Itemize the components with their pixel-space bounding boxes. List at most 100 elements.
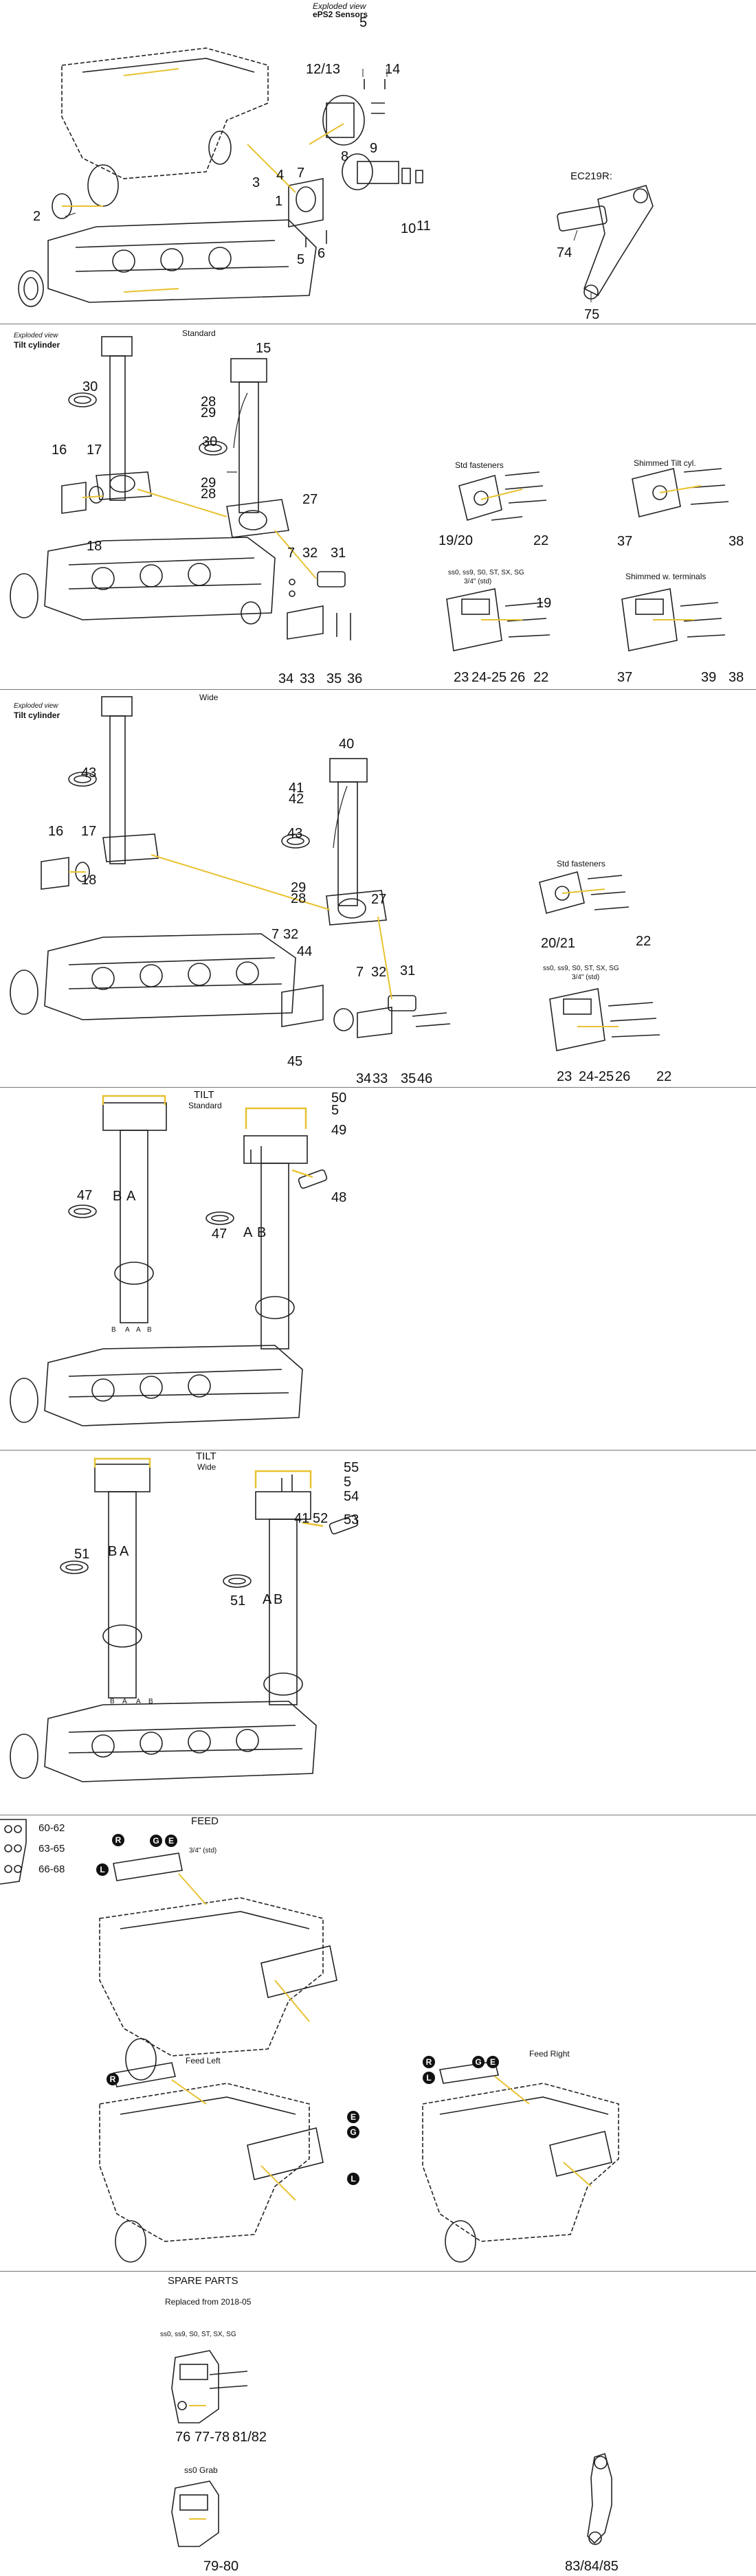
part-number: 7	[287, 546, 296, 561]
standard-label: Standard	[182, 328, 216, 338]
part-number: 75	[584, 307, 600, 322]
part-number: 12/13	[306, 62, 341, 77]
tilt-cylinder-label: Tilt cylinder	[14, 710, 60, 720]
part-number: 6	[318, 246, 326, 261]
part-number: 28	[201, 394, 216, 410]
port-letter: A	[126, 1189, 136, 1204]
port-letter: B	[111, 1326, 116, 1334]
part-number: 5	[359, 15, 368, 30]
part-number: 29	[201, 405, 216, 421]
part-number: 34	[278, 671, 294, 686]
section-divider	[0, 689, 756, 690]
part-number: 22	[656, 1069, 672, 1084]
exploded-view-label: Exploded view	[313, 1, 366, 11]
tilt-standard-drawing	[10, 1095, 328, 1426]
part-number: 47	[77, 1188, 93, 1203]
part-number: 51	[74, 1547, 90, 1562]
part-number: 31	[400, 963, 416, 978]
part-number: 45	[287, 1054, 303, 1069]
part-number: 11	[416, 219, 431, 234]
part-number: 33	[373, 1071, 388, 1086]
part-number: 22	[533, 533, 549, 548]
part-number: 28	[291, 891, 307, 906]
badge-g: G	[150, 1835, 162, 1847]
standard-label: Standard	[188, 1101, 222, 1110]
part-number: 53	[344, 1512, 359, 1527]
port-letter: A	[263, 1592, 272, 1607]
tilt-label: TILT	[194, 1089, 214, 1101]
port-letter: A	[122, 1698, 127, 1705]
badge-e: E	[347, 2111, 359, 2123]
variants-label: ss0, ss9, S0, ST, SX, SG	[160, 2331, 236, 2338]
part-number: 10	[401, 221, 416, 236]
exploded-view-label: Exploded view	[14, 702, 58, 710]
std-fasteners-label: Std fasteners	[455, 460, 504, 470]
port-letter: B	[113, 1189, 122, 1204]
thread-label: 3/4" (std)	[464, 578, 492, 585]
section-divider	[0, 1087, 756, 1088]
eps2-sensors-label: ePS2 Sensors	[313, 10, 368, 19]
part-number: 33	[300, 671, 315, 686]
part-number: 38	[729, 534, 744, 549]
tilt-cylinder-label: Tilt cylinder	[14, 340, 60, 350]
part-number: 16	[48, 824, 64, 839]
part-number: 76	[175, 2430, 191, 2445]
part-number: 52	[313, 1511, 329, 1526]
part-number: 16	[52, 443, 67, 458]
part-number: 20/21	[541, 936, 576, 951]
part-number: 18	[87, 539, 102, 554]
part-number: 27	[371, 892, 387, 907]
part-number: 55	[344, 1460, 359, 1475]
part-number: 4	[276, 168, 285, 183]
section-eps2-sensors: Exploded view ePS2 Sensors EC219R: 1 2 3…	[0, 0, 756, 323]
part-number: 1	[275, 194, 283, 209]
part-number: 47	[212, 1227, 227, 1242]
tilt-label: TILT	[196, 1451, 216, 1462]
variants-label: ss0, ss9, S0, ST, SX, SG	[448, 569, 524, 576]
badge-g: G	[347, 2126, 359, 2138]
part-number: 14	[385, 62, 401, 77]
spare-parts-heading: SPARE PARTS	[168, 2275, 238, 2287]
part-number: 83/84/85	[565, 2559, 619, 2574]
part-number: 35	[326, 671, 342, 686]
port-letter: A	[125, 1326, 130, 1334]
s0-grab-label: ss0 Grab	[184, 2465, 218, 2475]
port-letter: B	[257, 1225, 267, 1240]
shimmed-terminals-label: Shimmed w. terminals	[625, 572, 707, 581]
exploded-view-label: Exploded view	[14, 332, 58, 339]
section-divider	[0, 2271, 756, 2272]
part-number: 30	[82, 379, 98, 394]
part-number: 43	[81, 765, 97, 781]
badge-l: L	[423, 2072, 435, 2084]
part-number: 28	[201, 486, 216, 502]
part-number: 42	[289, 792, 304, 807]
tilt-cylinder-wide-drawing	[10, 696, 660, 1051]
part-number: 79-80	[203, 2559, 239, 2574]
variants-label: ss0, ss9, S0, ST, SX, SG	[543, 965, 619, 972]
spare-parts-drawing	[171, 2350, 612, 2547]
port-letter: A	[136, 1698, 141, 1705]
part-number: 40	[339, 737, 355, 752]
part-number: 36	[347, 671, 363, 686]
badge-e: E	[165, 1835, 177, 1847]
feed-label: FEED	[191, 1815, 219, 1827]
part-number: 15	[256, 341, 271, 356]
thread-label: 3/4" (std)	[189, 1847, 217, 1855]
section-tilt-cylinder-wide: Exploded view Tilt cylinder Wide Std fas…	[0, 690, 756, 1086]
part-number: 17	[81, 824, 97, 839]
part-number: 44	[297, 944, 313, 959]
shimmed-tilt-cyl-label: Shimmed Tilt cyl.	[634, 458, 696, 468]
part-number: 18	[81, 873, 97, 888]
thread-label: 3/4" (std)	[572, 974, 600, 981]
part-number: 24-25	[471, 670, 507, 685]
port-letter: A	[136, 1326, 141, 1334]
part-number: 26	[615, 1069, 631, 1084]
part-number: 2	[33, 209, 41, 224]
feed-left-label: Feed Left	[186, 2056, 221, 2065]
part-number: 30	[202, 434, 218, 449]
part-number: 23	[557, 1069, 572, 1084]
part-number: 41	[294, 1511, 310, 1526]
tilt-wide-drawing	[10, 1457, 359, 1782]
legend-item: 60-62	[38, 1822, 65, 1834]
